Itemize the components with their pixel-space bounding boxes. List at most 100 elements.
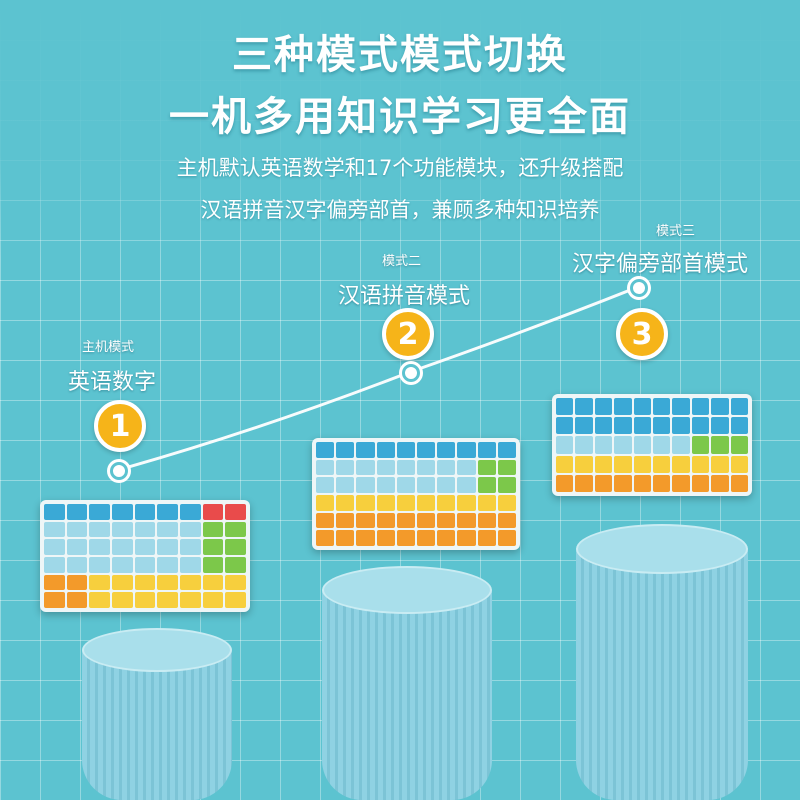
tablet-key [730, 436, 748, 454]
tablet-key [477, 530, 496, 546]
tablet-key [730, 417, 748, 435]
tablet-key [633, 436, 651, 454]
tablet-key [316, 459, 335, 476]
tablet-key [179, 557, 201, 573]
tablet-key [66, 539, 88, 555]
tablet-key [711, 398, 729, 416]
mode-2-badge: 2 [382, 308, 434, 360]
tablet-key [652, 398, 671, 416]
tablet-key [614, 436, 632, 454]
tablet-key [179, 521, 201, 538]
tablet-key [111, 504, 133, 520]
tablet-key [672, 474, 690, 492]
tablet-key [376, 459, 395, 476]
headline-line-1: 三种模式模式切换 [232, 32, 568, 78]
tablet-key [44, 592, 65, 608]
tablet-key [396, 495, 415, 511]
tablet-key [614, 455, 632, 473]
tablet-key [157, 592, 178, 608]
mode-2-name: 汉语拼音模式 [338, 284, 471, 309]
tablet-key [594, 455, 613, 473]
tablet-key [633, 398, 651, 416]
mode-1-name: 英语数字 [68, 370, 157, 395]
tablet-key [652, 436, 671, 454]
tablet-key [437, 477, 456, 493]
tablet-key [633, 474, 651, 492]
tablet-key [396, 530, 415, 546]
pedestal-2 [322, 590, 492, 800]
pedestal-2-top [322, 566, 492, 614]
tablet-key [417, 459, 436, 476]
subtitle-line-2: 汉语拼音汉字偏旁部首，兼顾多种知识培养 [200, 198, 600, 222]
tablet-key [179, 592, 201, 608]
tablet-key [457, 442, 476, 458]
tablet-key [111, 539, 133, 555]
tablet-key [652, 417, 671, 435]
tablet-key [157, 521, 178, 538]
tablet-key [556, 417, 574, 435]
tablet-key [457, 512, 476, 529]
tablet-key [417, 442, 436, 458]
tablet-key [691, 417, 710, 435]
tablet-key [575, 474, 593, 492]
tablet-key [225, 504, 246, 520]
tablet-key [477, 512, 496, 529]
tablet-key [316, 530, 335, 546]
tablet-key [457, 495, 476, 511]
tablet-key [89, 539, 110, 555]
mode-3-badge: 3 [616, 308, 668, 360]
tablet-key [356, 495, 375, 511]
tablet-key [691, 474, 710, 492]
tablet-key [202, 592, 224, 608]
tablet-key [44, 504, 65, 520]
tablet-key [594, 436, 613, 454]
tablet-key [157, 574, 178, 591]
tablet-key [225, 574, 246, 591]
tablet-key [417, 495, 436, 511]
tablet-key [711, 417, 729, 435]
tablet-key [376, 512, 395, 529]
tablet-key [497, 495, 516, 511]
mode-3-dot [630, 279, 648, 297]
tablet-key [711, 455, 729, 473]
tablet-key [356, 459, 375, 476]
tablet-key [66, 592, 88, 608]
tablet-key [356, 530, 375, 546]
mode-3-tag: 模式三 [656, 224, 696, 239]
tablet-key [477, 477, 496, 493]
tablet-key [497, 530, 516, 546]
tablet-key [614, 398, 632, 416]
tablet-key [417, 477, 436, 493]
tablet-key [497, 477, 516, 493]
tablet-key [134, 592, 156, 608]
tablet-key [457, 459, 476, 476]
tablet-key [336, 459, 355, 476]
tablet-key [614, 474, 632, 492]
pedestal-3 [576, 548, 748, 800]
tablet-key [437, 495, 456, 511]
tablet-key [672, 398, 690, 416]
tablet-key [691, 398, 710, 416]
pedestal-1 [82, 650, 232, 800]
tablet-mode-3 [552, 394, 752, 496]
tablet-key [497, 442, 516, 458]
tablet-key [134, 557, 156, 573]
tablet-key [179, 539, 201, 555]
tablet-key [417, 530, 436, 546]
mode-1-tag: 主机模式 [82, 340, 135, 355]
tablet-key [614, 417, 632, 435]
tablet-key [66, 521, 88, 538]
tablet-key [336, 442, 355, 458]
tablet-key [594, 474, 613, 492]
tablet-key [575, 455, 593, 473]
tablet-key [477, 495, 496, 511]
tablet-key [730, 398, 748, 416]
tablet-key [225, 592, 246, 608]
top-glow [0, 0, 800, 260]
tablet-key [89, 521, 110, 538]
tablet-key [336, 530, 355, 546]
tablet-key [556, 398, 574, 416]
tablet-key [316, 512, 335, 529]
tablet-key [66, 504, 88, 520]
tablet-key [202, 504, 224, 520]
